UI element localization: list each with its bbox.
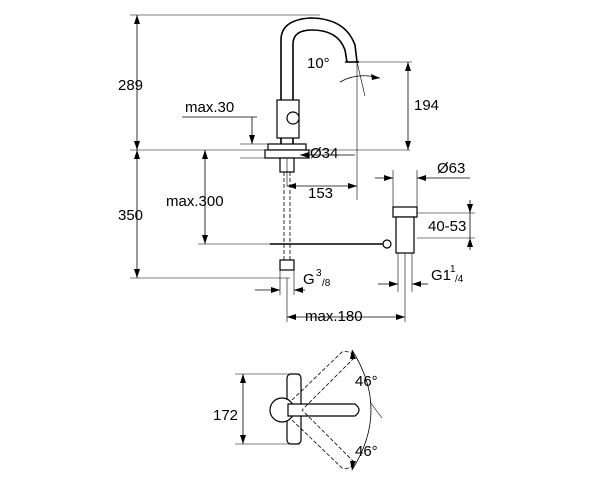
dim-180-label: max.180 bbox=[305, 308, 363, 325]
arrow bbox=[271, 287, 280, 293]
dim-4053-label: 40-53 bbox=[428, 218, 466, 235]
arrow bbox=[287, 183, 296, 189]
arrow bbox=[134, 141, 140, 150]
deck-flange bbox=[264, 149, 310, 159]
dim-max300-label: max.300 bbox=[166, 193, 224, 210]
g114-sup: 1 bbox=[450, 264, 456, 275]
arrow bbox=[384, 175, 393, 181]
dia63-label: Ø63 bbox=[437, 160, 465, 177]
dim-153-label: 153 bbox=[308, 185, 333, 202]
arrow bbox=[350, 461, 356, 470]
waste-body bbox=[395, 216, 415, 254]
arrow bbox=[467, 204, 473, 213]
g114-label: G1 bbox=[431, 267, 451, 284]
arrow bbox=[300, 152, 309, 158]
dim-172-label: 172 bbox=[213, 407, 238, 424]
base-plate bbox=[267, 143, 307, 151]
dim-max30-label: max.30 bbox=[185, 99, 234, 116]
rot-top-label: 46° bbox=[355, 373, 378, 390]
arrow bbox=[240, 435, 246, 444]
hose-connector bbox=[279, 259, 295, 271]
angle-tilt bbox=[356, 61, 366, 97]
arrow bbox=[202, 235, 208, 244]
arrow bbox=[371, 74, 380, 80]
arrow bbox=[134, 15, 140, 24]
arrow bbox=[405, 62, 411, 71]
arrow bbox=[287, 314, 296, 320]
arrow bbox=[396, 314, 405, 320]
lever-knob bbox=[286, 111, 300, 125]
arrow bbox=[240, 374, 246, 383]
g114-sub: /4 bbox=[455, 274, 464, 285]
arrow bbox=[412, 281, 421, 287]
arrow bbox=[134, 269, 140, 278]
arrow bbox=[389, 281, 398, 287]
g38-label: G bbox=[303, 271, 315, 288]
spout-inner bbox=[292, 29, 348, 145]
dim-289-label: 289 bbox=[118, 77, 143, 94]
arrow bbox=[202, 150, 208, 159]
arrow bbox=[134, 150, 140, 159]
arrow bbox=[350, 350, 356, 359]
rod-joint bbox=[382, 239, 392, 249]
dia34-label: Ø34 bbox=[310, 145, 338, 162]
spout-outer bbox=[280, 17, 358, 145]
dim-194-label: 194 bbox=[414, 97, 439, 114]
arrow bbox=[467, 238, 473, 247]
rotation-arc bbox=[351, 349, 372, 471]
arrow bbox=[417, 175, 426, 181]
arrow bbox=[348, 183, 357, 189]
arc-tick bbox=[369, 401, 383, 419]
arrow bbox=[294, 287, 303, 293]
g38-sup: 3 bbox=[316, 268, 322, 279]
g38-sub: /8 bbox=[322, 278, 331, 289]
rot-bottom-label: 46° bbox=[355, 443, 378, 460]
waste-head bbox=[392, 206, 418, 218]
arrow bbox=[405, 141, 411, 150]
plan-lever bbox=[287, 403, 360, 417]
angle-10-label: 10° bbox=[307, 55, 330, 72]
dim-350-label: 350 bbox=[118, 207, 143, 224]
arrow bbox=[249, 135, 255, 144]
